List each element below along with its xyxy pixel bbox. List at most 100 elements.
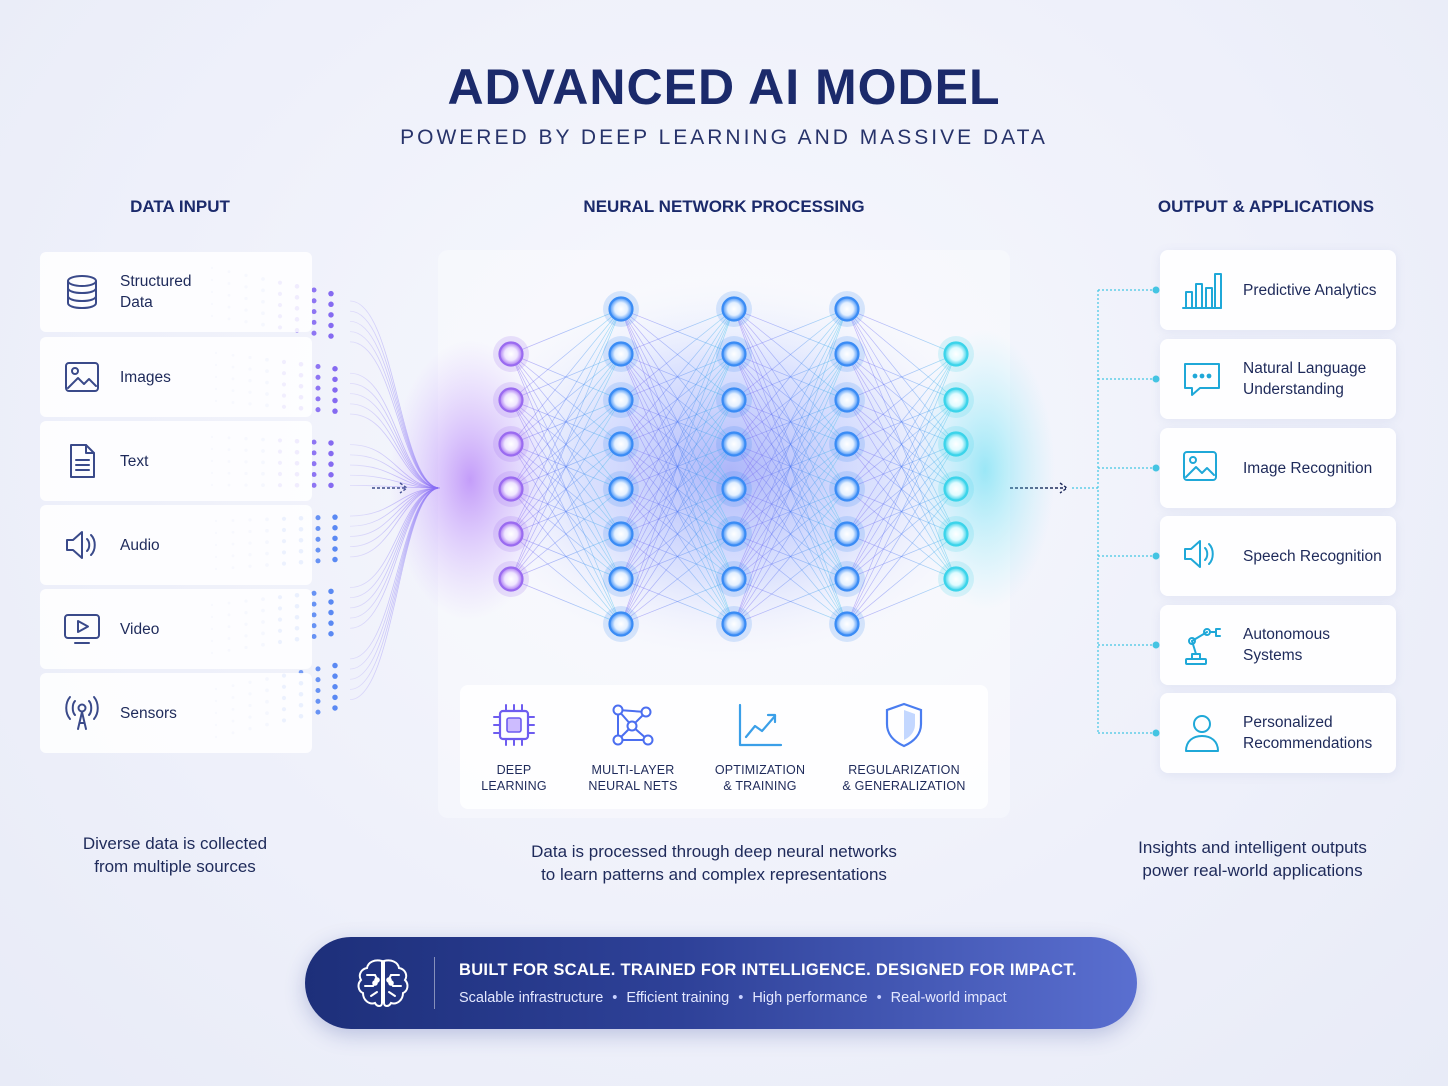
stream-dot bbox=[328, 290, 334, 297]
stream-dot bbox=[328, 333, 334, 339]
stream-dot bbox=[315, 547, 321, 553]
output-arrow bbox=[1010, 482, 1069, 494]
input-card: Audio bbox=[40, 505, 312, 585]
input-label: Video bbox=[120, 620, 160, 638]
tagline-banner: BUILT FOR SCALE. TRAINED FOR INTELLIGENC… bbox=[305, 937, 1137, 1029]
stream-dot bbox=[328, 322, 334, 329]
caption-line2: from multiple sources bbox=[94, 857, 256, 876]
output-label: Image Recognition bbox=[1243, 459, 1373, 477]
stream-dot bbox=[328, 588, 334, 595]
output-label: Predictive Analytics bbox=[1243, 281, 1377, 299]
feature-label-line2: & TRAINING bbox=[723, 779, 797, 793]
caption-line1: Data is processed through deep neural ne… bbox=[531, 842, 897, 861]
stream-line bbox=[349, 300, 441, 489]
banner-point: High performance bbox=[752, 990, 868, 1006]
bullet-separator: • bbox=[612, 990, 618, 1006]
stream-dot bbox=[328, 472, 334, 478]
caption-line1: Insights and intelligent outputs bbox=[1138, 838, 1367, 857]
stream-dot bbox=[328, 609, 334, 616]
user-icon bbox=[1185, 715, 1219, 752]
output-caption: Insights and intelligent outputs power re… bbox=[1120, 836, 1385, 882]
caption-line2: power real-world applications bbox=[1142, 861, 1363, 880]
chat-icon bbox=[1184, 363, 1220, 396]
feature-label-line1: OPTIMIZATION bbox=[714, 763, 806, 777]
stream-dot bbox=[328, 312, 334, 318]
speaker-icon bbox=[66, 531, 96, 559]
banner-point: Real-world impact bbox=[890, 990, 1007, 1006]
chip-icon bbox=[493, 704, 535, 746]
stream-dot bbox=[328, 301, 334, 308]
column-heading-processing: NEURAL NETWORK PROCESSING bbox=[583, 197, 865, 216]
connector-dot bbox=[1152, 464, 1160, 472]
stream-dot bbox=[332, 376, 338, 383]
stream-dot bbox=[315, 385, 321, 391]
stream-dot bbox=[311, 319, 317, 325]
stream-dot bbox=[328, 482, 334, 489]
stream-line bbox=[349, 413, 441, 489]
stream-dot bbox=[315, 666, 321, 672]
banner-point: Efficient training bbox=[626, 990, 730, 1006]
output-connectors bbox=[1010, 286, 1160, 737]
stream-dot bbox=[311, 612, 317, 618]
stream-dot bbox=[315, 698, 321, 704]
input-arrow bbox=[372, 482, 409, 494]
stream-dot bbox=[311, 461, 317, 467]
stream-dot bbox=[332, 684, 338, 690]
stream-dot bbox=[315, 709, 321, 715]
stream-dot bbox=[332, 408, 338, 414]
input-card: Images bbox=[40, 337, 312, 417]
feature-regularization: REGULARIZATION& GENERALIZATION bbox=[840, 700, 968, 794]
output-label: Natural Language Understanding bbox=[1243, 360, 1367, 398]
document-icon bbox=[70, 444, 95, 478]
banner-points: Scalable infrastructure•Efficient traini… bbox=[459, 990, 1007, 1006]
bar-chart-icon bbox=[1182, 273, 1222, 309]
stream-dot bbox=[311, 482, 317, 488]
database-icon bbox=[67, 275, 97, 309]
output-label: Speech Recognition bbox=[1243, 547, 1382, 565]
stream-dot bbox=[311, 471, 317, 478]
stream-dot bbox=[315, 525, 321, 532]
stream-dot bbox=[315, 687, 321, 694]
stream-dot bbox=[311, 439, 317, 445]
brain-icon bbox=[357, 959, 409, 1007]
image-icon bbox=[65, 362, 99, 392]
input-label: Sensors bbox=[120, 704, 177, 722]
stream-dot bbox=[311, 287, 317, 293]
speaker-icon bbox=[1184, 540, 1214, 568]
video-icon bbox=[64, 614, 100, 644]
stream-dot bbox=[332, 705, 338, 711]
stream-dot bbox=[311, 623, 317, 629]
feature-label-line1: DEEP bbox=[496, 763, 532, 777]
feature-label-line2: & GENERALIZATION bbox=[842, 779, 966, 793]
stream-dot bbox=[311, 298, 317, 304]
connector-dot bbox=[1152, 375, 1160, 383]
stream-dot bbox=[332, 673, 338, 679]
shield-icon bbox=[885, 702, 923, 748]
stream-dot bbox=[332, 546, 338, 552]
sensor-icon bbox=[65, 696, 99, 730]
stream-dot bbox=[332, 556, 338, 563]
image-icon bbox=[1183, 451, 1217, 481]
stream-dot bbox=[328, 440, 334, 446]
stream-dot bbox=[315, 396, 321, 402]
stream-dot bbox=[315, 374, 321, 380]
input-label: Structured Data bbox=[120, 273, 192, 311]
stream-dot bbox=[311, 309, 317, 315]
input-card: Structured Data bbox=[40, 252, 312, 332]
stream-line bbox=[349, 372, 441, 489]
stream-dot bbox=[315, 407, 321, 413]
network-icon bbox=[612, 704, 654, 746]
column-heading-input: DATA INPUT bbox=[130, 197, 230, 216]
feature-label-line2: NEURAL NETS bbox=[588, 779, 678, 793]
connector-dot bbox=[1152, 641, 1160, 649]
output-card: Image Recognition bbox=[1160, 428, 1396, 508]
stream-dot bbox=[315, 536, 321, 542]
output-card: Speech Recognition bbox=[1160, 516, 1396, 596]
feature-label-line2: LEARNING bbox=[481, 779, 547, 793]
stream-dot bbox=[332, 694, 338, 701]
page-title: ADVANCED AI MODEL bbox=[447, 59, 1001, 115]
input-label: Images bbox=[120, 368, 171, 386]
input-label: Audio bbox=[120, 536, 160, 554]
caption-line2: to learn patterns and complex representa… bbox=[541, 865, 887, 884]
